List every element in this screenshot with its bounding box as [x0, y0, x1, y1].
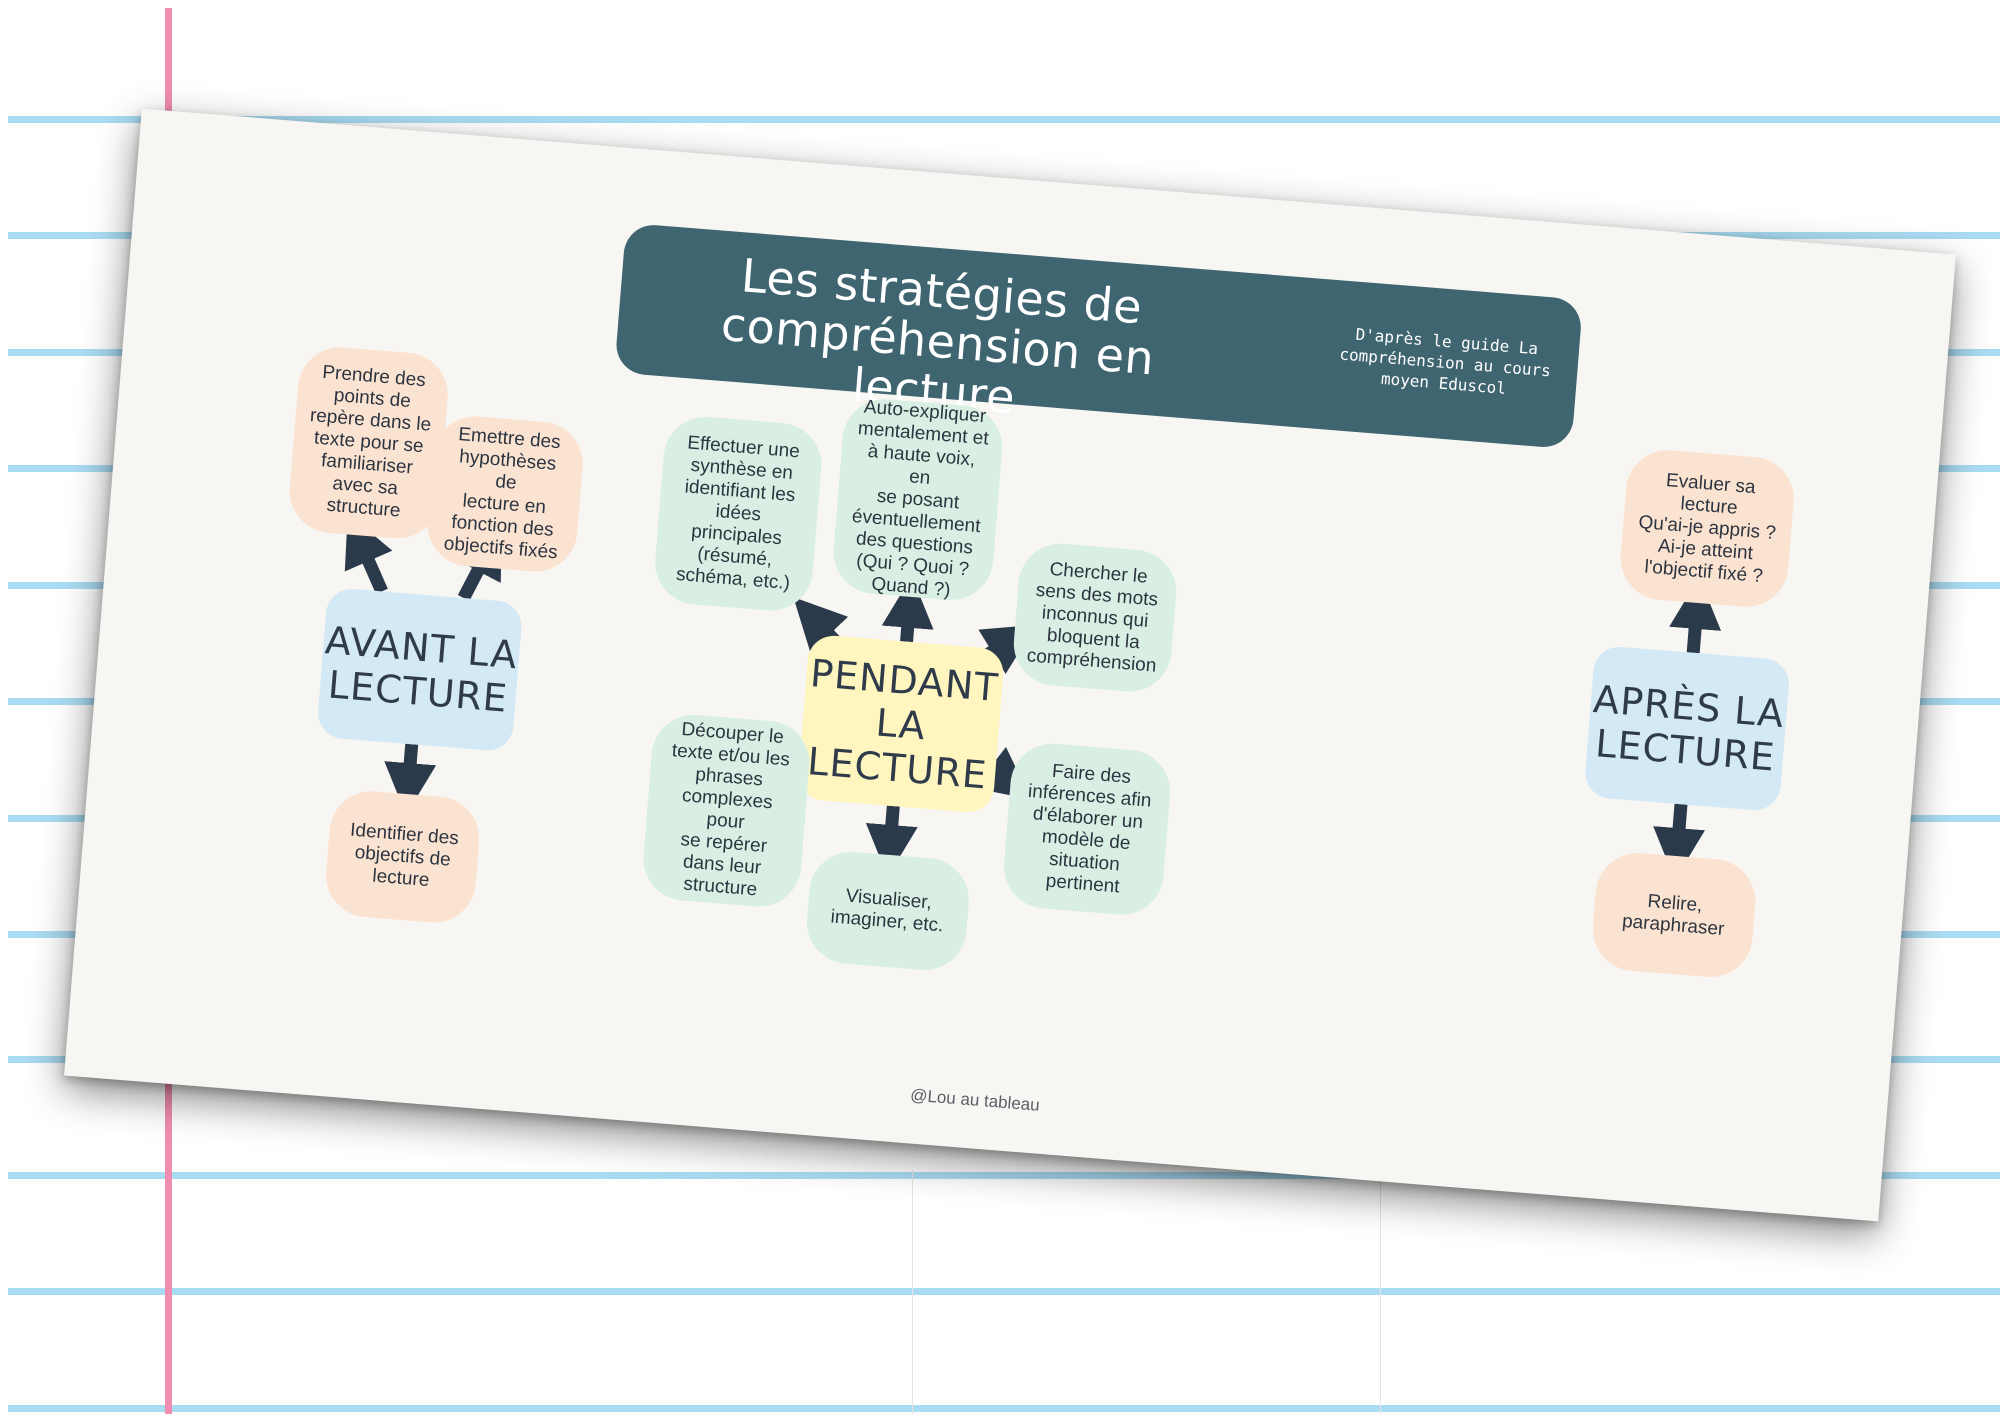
bubble-emettre-hypotheses: Emettre des hypothèses de lecture en fon…: [424, 413, 586, 575]
hub-apres-la-lecture: APRÈS LA LECTURE: [1583, 644, 1791, 813]
ruled-line: [8, 1172, 2000, 1179]
bubble-relire-paraphraser: Relire, paraphraser: [1589, 849, 1759, 981]
bubble-decouper-texte: Découper le texte et/ou les phrases comp…: [640, 711, 813, 910]
grid-line: [1380, 1170, 1381, 1414]
bubble-auto-expliquer: Auto-expliquer mentalement et à haute vo…: [830, 395, 1006, 604]
mind-map-poster: Les stratégies de compréhension en lectu…: [64, 108, 1956, 1222]
bubble-visualiser: Visualiser, imaginer, etc.: [803, 848, 973, 974]
arrow-avant-to-reperes: [344, 513, 393, 595]
ruled-line: [8, 1405, 2000, 1412]
ruled-line: [8, 116, 2000, 123]
bubble-points-de-repere: Prendre des points de repère dans le tex…: [286, 344, 451, 542]
arrow-pendant-to-autoexpliquer: [881, 575, 934, 643]
arrow-avant-to-objectifs: [384, 743, 437, 816]
grid-line: [912, 1170, 913, 1414]
hub-pendant-la-lecture: PENDANT LA LECTURE: [796, 633, 1006, 815]
bubble-effectuer-synthese: Effectuer une synthèse en identifiant le…: [651, 413, 825, 614]
bubble-faire-inferences: Faire des inférences afin d'élaborer un …: [1000, 740, 1174, 918]
arrow-apres-to-evaluer: [1669, 576, 1722, 654]
arrow-apres-to-relire: [1653, 803, 1705, 881]
arrow-pendant-to-visualiser: [865, 805, 918, 877]
bubble-evaluer-lecture: Evaluer sa lecture Qu'ai-je appris ? Ai-…: [1617, 446, 1797, 610]
hub-avant-la-lecture: AVANT LA LECTURE: [316, 587, 524, 753]
bubble-chercher-sens: Chercher le sens des mots inconnus qui b…: [1010, 540, 1180, 695]
bubble-identifier-objectifs: Identifier des objectifs de lecture: [322, 788, 483, 926]
ruled-line: [8, 1288, 2000, 1295]
